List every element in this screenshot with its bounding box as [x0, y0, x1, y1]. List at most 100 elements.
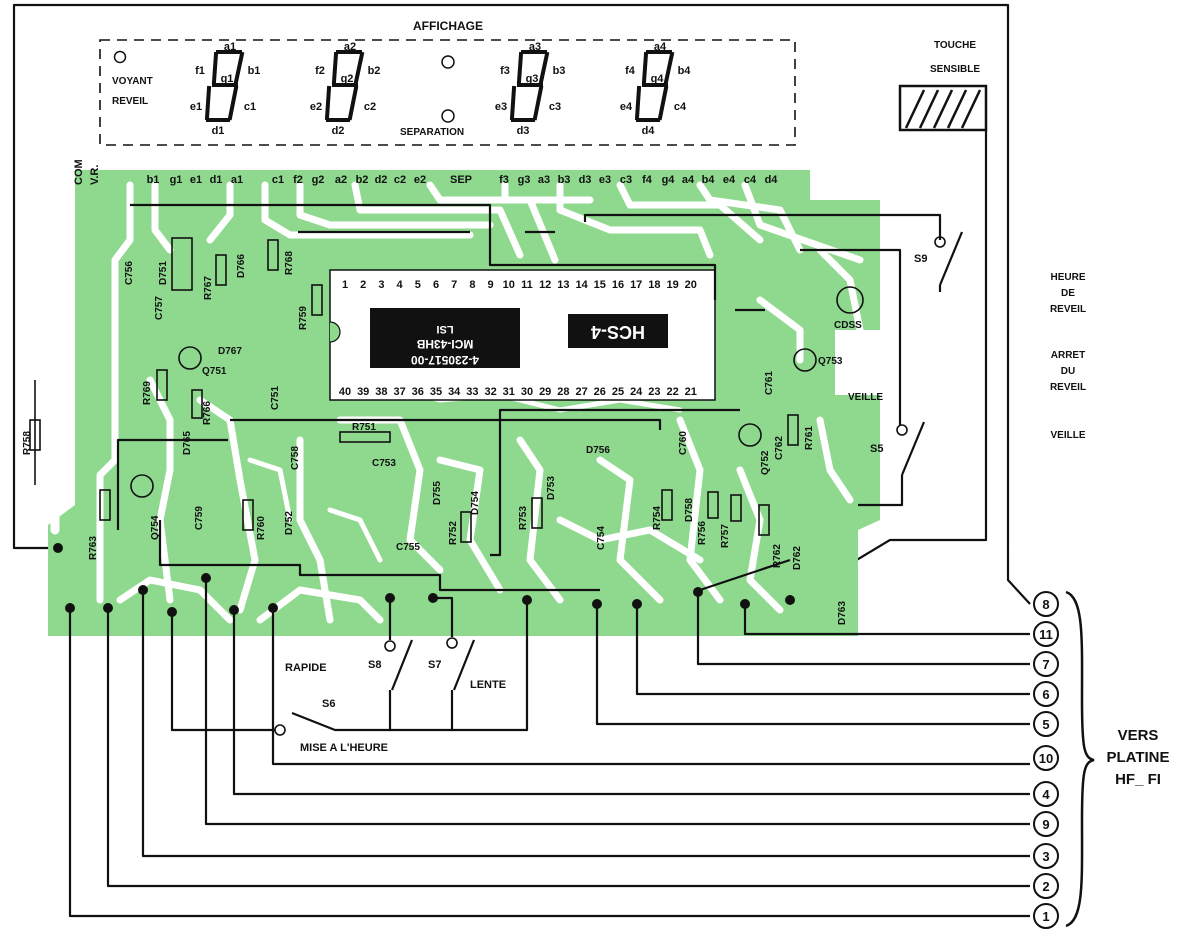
- segment-g2: g2: [341, 73, 354, 85]
- segment-g1: g1: [221, 73, 234, 85]
- label-D758: D758: [684, 498, 695, 522]
- ic-pin-top: 14: [575, 279, 588, 291]
- header-pin: e1: [190, 174, 202, 186]
- ic-marking-2: 4-230517-00: [411, 353, 479, 367]
- switch-S9-label: S9: [914, 253, 927, 265]
- connector-pin: 9: [1033, 811, 1059, 837]
- components: [29, 237, 864, 543]
- label-R763: R763: [88, 536, 99, 560]
- label-D765: D765: [182, 431, 193, 455]
- segment-f1: f1: [195, 65, 205, 77]
- ic-pin-top: 18: [648, 279, 660, 291]
- header-pin: f4: [642, 174, 653, 186]
- label-C759: C759: [194, 506, 205, 530]
- connector-pin: 10: [1033, 745, 1059, 771]
- label-C758: C758: [290, 446, 301, 470]
- label-D755: D755: [432, 481, 443, 505]
- touch-pad-hatch: [904, 89, 982, 129]
- label-C762: C762: [774, 436, 785, 460]
- segment-a1: a1: [224, 41, 236, 53]
- ic-pin-bottom: 31: [503, 386, 515, 398]
- Q751-body: [178, 346, 202, 370]
- segment-e3: e3: [495, 101, 507, 113]
- ic-pin-top: 15: [594, 279, 606, 291]
- segment-d2: d2: [332, 125, 345, 137]
- switch-S6-label: S6: [322, 698, 335, 710]
- header-pin: b2: [356, 174, 369, 186]
- colon-dot-upper-icon: [441, 55, 455, 69]
- ic-pin-bottom: 21: [685, 386, 697, 398]
- ic-pin-bottom: 32: [484, 386, 496, 398]
- wire-end-pads: [53, 543, 795, 617]
- ic-notch: [329, 321, 341, 343]
- heure-label-2: DE: [1061, 288, 1075, 299]
- voyant-label: VOYANT: [112, 76, 153, 87]
- R756-body: [707, 491, 719, 519]
- label-R759: R759: [298, 306, 309, 330]
- ic-name: LSI: [436, 323, 453, 335]
- seven-segment-digits: a1b1c1d1e1f1g1a2b2c2d2e2f2g2a3b3c3d3e3f3…: [190, 41, 691, 137]
- header-pin: a4: [682, 174, 695, 186]
- header-pin: b4: [702, 174, 716, 186]
- ic-pin-top: 13: [557, 279, 569, 291]
- label-R767: R767: [203, 276, 214, 300]
- label-R753: R753: [518, 506, 529, 530]
- display-frame: [99, 39, 796, 146]
- R767-body: [215, 254, 227, 286]
- ic-pin-top: 11: [521, 279, 533, 291]
- Q753-body: [793, 348, 817, 372]
- label-C755: C755: [396, 542, 420, 553]
- dest-label-3: HF_ FI: [1115, 771, 1161, 788]
- segment-c1: c1: [244, 101, 256, 113]
- segment-f2: f2: [315, 65, 325, 77]
- connector-pin-label: 4: [1042, 787, 1050, 802]
- label-R752: R752: [448, 521, 459, 545]
- R766-body: [191, 389, 203, 419]
- R751-body: [339, 431, 391, 443]
- segment-c4: c4: [674, 101, 687, 113]
- label-C754: C754: [596, 526, 607, 550]
- segment-b1: b1: [248, 65, 261, 77]
- sensible-label: SENSIBLE: [930, 64, 980, 75]
- segment-e1: e1: [190, 101, 202, 113]
- label-D754: D754: [470, 491, 481, 515]
- label-R757: R757: [720, 524, 731, 548]
- label-R761: R761: [804, 426, 815, 450]
- segment-c2: c2: [364, 101, 376, 113]
- component-labels: R758 R763 R769 R766 R767 R768 R759 R751 …: [22, 251, 862, 625]
- R761-body: [787, 414, 799, 446]
- ic-pin-bottom: 34: [448, 386, 461, 398]
- R768-body: [267, 239, 279, 271]
- header-pin: a3: [538, 174, 550, 186]
- header-pin: c1: [272, 174, 284, 186]
- dest-label-1: VERS: [1118, 727, 1159, 744]
- ic-marking-1: MCI-43HB: [416, 337, 473, 351]
- header-com: COM: [73, 159, 85, 185]
- ic-marking-plate: [370, 308, 520, 368]
- R763-body: [99, 489, 111, 521]
- ic-pin-bottom: 22: [666, 386, 678, 398]
- segment-d1: d1: [212, 125, 225, 137]
- label-D762: D762: [792, 546, 803, 570]
- lente-label: LENTE: [470, 679, 506, 691]
- connector-pin: 7: [1033, 651, 1059, 677]
- connector-pin-label: 11: [1039, 627, 1053, 642]
- label-C761: C761: [764, 371, 775, 395]
- R769-body: [156, 369, 168, 401]
- header-pin: d3: [579, 174, 592, 186]
- connector-pin: 1: [1033, 903, 1059, 929]
- ic-pin-top: 16: [612, 279, 624, 291]
- label-C756: C756: [124, 261, 135, 285]
- segment-a3: a3: [529, 41, 541, 53]
- header-pin: e4: [723, 174, 736, 186]
- ic-pin-top: 8: [469, 279, 475, 291]
- header-pin: d4: [765, 174, 779, 186]
- ic-pin-bottom: 38: [375, 386, 387, 398]
- header-pin: g1: [170, 174, 183, 186]
- header-pin: f2: [293, 174, 303, 186]
- label-D767: D767: [218, 346, 242, 357]
